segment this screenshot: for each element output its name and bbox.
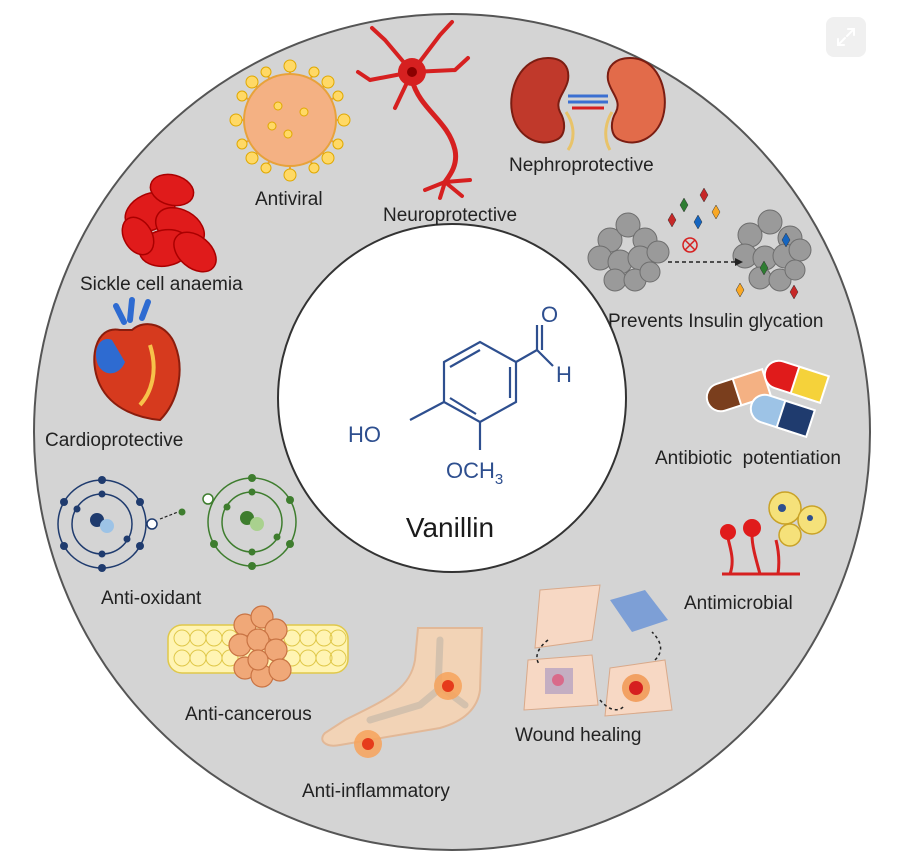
label-antiviral: Antiviral <box>255 189 323 210</box>
microbe-icon <box>720 491 827 576</box>
skin-cells-icon <box>523 584 673 717</box>
label-antibiotic: Antibiotic potentiation <box>655 448 841 469</box>
label-anti-oxidant: Anti-oxidant <box>101 588 202 609</box>
label-wound-healing: Wound healing <box>515 725 642 746</box>
heart-icon <box>93 297 181 422</box>
capsules-icon <box>705 359 831 439</box>
label-insulin-glycation: Prevents Insulin glycation <box>608 311 824 332</box>
expand-icon <box>837 28 855 46</box>
label-antimicrobial: Antimicrobial <box>684 593 793 614</box>
label-sickle-cell: Sickle cell anaemia <box>80 274 243 295</box>
virus-icon <box>229 59 351 182</box>
hydrogen-label: H <box>556 362 572 387</box>
red-blood-cells-icon <box>121 173 217 273</box>
label-anti-cancerous: Anti-cancerous <box>185 704 312 725</box>
label-cardioprotective: Cardioprotective <box>45 430 184 451</box>
expand-button[interactable] <box>826 17 866 57</box>
kidney-icon <box>510 56 666 151</box>
label-anti-inflammatory: Anti-inflammatory <box>302 781 450 802</box>
inflamed-foot-icon <box>321 627 484 758</box>
hydroxyl-label: HO <box>348 422 381 447</box>
vanillin-structure <box>409 325 554 450</box>
label-nephroprotective: Nephroprotective <box>509 155 654 176</box>
protein-glycation-icon <box>587 187 812 300</box>
neuron-icon <box>356 20 472 200</box>
atoms-electron-icon <box>57 474 297 572</box>
oxygen-label: O <box>541 302 558 327</box>
molecule-name: Vanillin <box>405 512 495 543</box>
methoxy-label: OCH3 <box>446 458 503 488</box>
tumor-cells-icon <box>167 605 349 688</box>
label-neuroprotective: Neuroprotective <box>383 205 518 226</box>
